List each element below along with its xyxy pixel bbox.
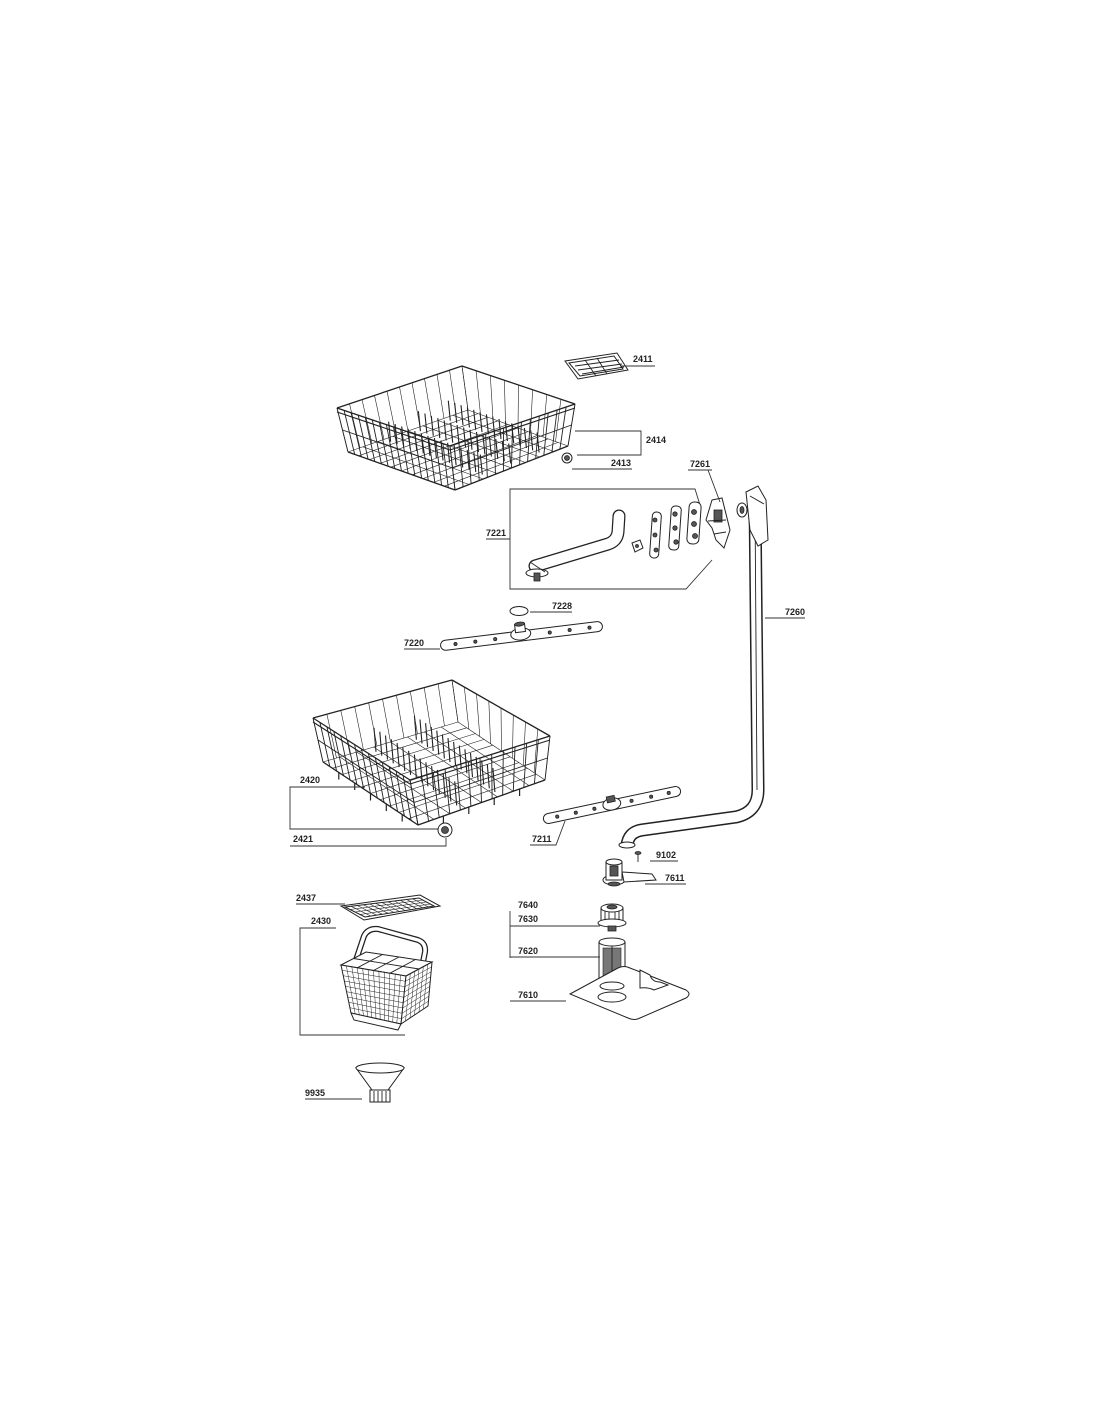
spray-arm-support <box>602 858 657 887</box>
spray-pipe-gasket-a <box>649 511 662 559</box>
label-7640: 7640 <box>518 900 538 910</box>
lower-basket <box>312 679 551 826</box>
label-7620: 7620 <box>518 946 538 956</box>
filter-cap <box>597 903 627 932</box>
label-7611: 7611 <box>665 873 685 883</box>
label-7220: 7220 <box>404 638 424 648</box>
upper-basket <box>336 365 576 491</box>
cutlery-basket <box>339 925 434 1031</box>
cutlery-basket-lid <box>339 894 442 921</box>
salt-funnel <box>355 1062 405 1103</box>
lower-basket-wheel <box>437 822 453 838</box>
label-7630: 7630 <box>518 914 538 924</box>
water-feed-pipe <box>618 485 769 849</box>
label-2413: 2413 <box>611 458 631 468</box>
label-7211: 7211 <box>532 834 552 844</box>
spray-pipe-connector <box>705 497 731 549</box>
spray-arm-seal-ring <box>509 606 529 616</box>
upper-cutlery-tray <box>564 352 629 380</box>
lower-spray-arm <box>542 785 682 825</box>
label-9102: 9102 <box>656 850 676 860</box>
spray-pipe-gasket-b <box>668 505 682 551</box>
label-2437: 2437 <box>296 893 316 903</box>
label-7228: 7228 <box>552 601 572 611</box>
spray-pipe-gasket-c <box>686 501 702 545</box>
upper-basket-wheel <box>561 452 573 464</box>
upper-spray-arm <box>440 621 603 651</box>
label-2430: 2430 <box>311 916 331 926</box>
label-7221: 7221 <box>486 528 506 538</box>
label-7261: 7261 <box>690 459 710 469</box>
label-2414: 2414 <box>646 435 666 445</box>
upper-spray-pipe <box>525 509 626 582</box>
fixing-screw <box>634 851 642 862</box>
label-7610: 7610 <box>518 990 538 1000</box>
label-2420: 2420 <box>300 775 320 785</box>
label-2421: 2421 <box>293 834 313 844</box>
label-7260: 7260 <box>785 607 805 617</box>
spray-pipe-nut <box>631 539 644 553</box>
label-2411: 2411 <box>633 354 653 364</box>
label-9935: 9935 <box>305 1088 325 1098</box>
coarse-filter-plate <box>568 966 690 1020</box>
